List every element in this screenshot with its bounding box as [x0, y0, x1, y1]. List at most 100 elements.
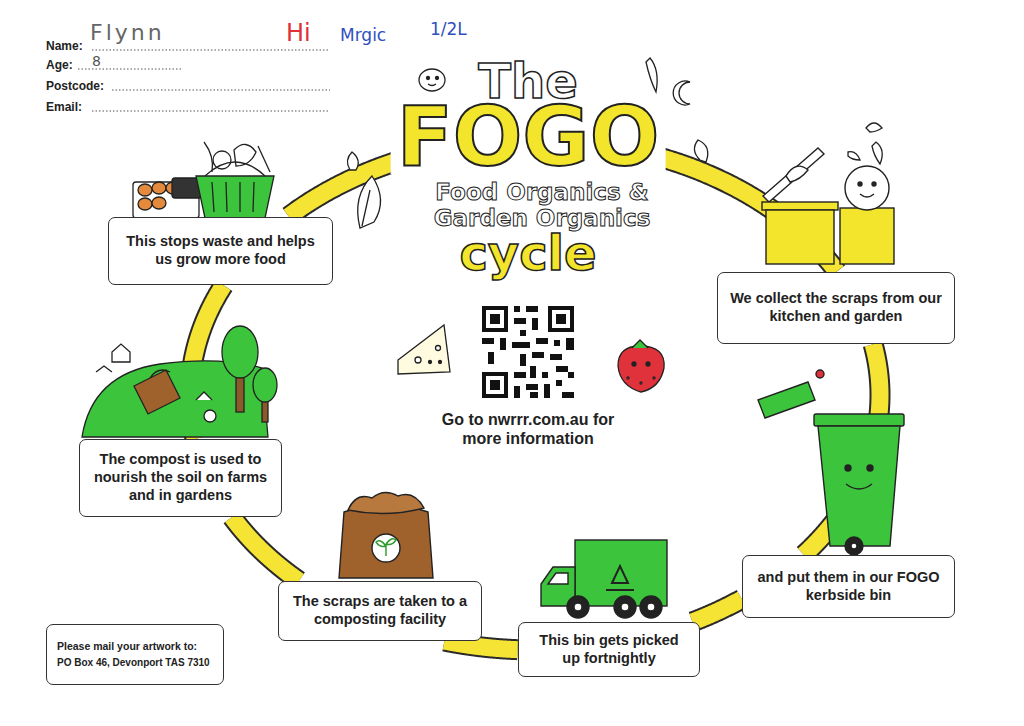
form-label: Name:	[46, 40, 83, 54]
step-text: This stops waste and helps us grow more …	[119, 233, 322, 268]
handwritten-note: Mrgic	[340, 26, 386, 46]
qr-code-part	[532, 352, 544, 358]
grocery-basket-part	[258, 146, 270, 172]
farm-hill	[82, 326, 277, 437]
strawberry-face-part	[632, 340, 648, 348]
worms-part	[848, 152, 860, 160]
grocery-basket	[133, 142, 274, 218]
step-text: This bin gets picked up fortnightly	[529, 632, 689, 667]
address-box: Please mail your artwork to:PO Box 46, D…	[46, 624, 224, 685]
qr-code-part	[530, 392, 538, 398]
grocery-basket-part	[152, 197, 166, 209]
grocery-basket-part	[234, 144, 256, 166]
form-dotted-lines	[78, 50, 330, 111]
wheelie-bin-part	[851, 543, 857, 549]
qr-code-part	[514, 386, 520, 398]
leaf-icon	[347, 152, 380, 228]
compost-sack	[339, 492, 433, 578]
title-subtitle: Food Organics & Garden Organics	[402, 180, 682, 232]
qr-code-part	[556, 366, 568, 372]
cheese-face-part	[415, 357, 421, 363]
cycle-outline	[692, 599, 741, 622]
strawberry-face-part	[653, 377, 655, 379]
cheese-face-part	[439, 361, 442, 364]
form-dotted-lines-part	[112, 90, 330, 91]
qr-code-part	[536, 338, 548, 344]
qr-code-part	[556, 314, 566, 324]
qr-code	[482, 306, 574, 398]
cycle-segment	[444, 641, 517, 650]
grocery-basket-part	[138, 184, 152, 196]
qr-code-part	[548, 306, 574, 332]
title-acronym: FOGO	[391, 100, 666, 174]
cycle-outline	[444, 641, 517, 650]
qr-code-part	[486, 376, 504, 394]
handwritten-note: Hi	[286, 20, 311, 48]
qr-code-part	[514, 306, 520, 312]
qr-code-part	[490, 380, 500, 390]
step-box: This stops waste and helps us grow more …	[108, 217, 333, 285]
compost-sack-part	[348, 492, 424, 513]
strawberry-face-part	[640, 382, 642, 384]
qr-code-part	[482, 372, 508, 398]
qr-code-part	[566, 338, 574, 350]
qr-code-part	[542, 372, 548, 378]
qr-code-part	[512, 342, 530, 348]
compost-sack-part	[372, 534, 400, 562]
qr-code-part	[490, 314, 500, 324]
kitchen-caddies-part	[762, 202, 838, 210]
leaf-icon-part	[358, 176, 381, 228]
qr-code-part	[488, 352, 494, 364]
garbage-truck-part	[640, 596, 662, 618]
qr-code-part	[500, 338, 506, 350]
strawberry-face	[618, 340, 664, 392]
address-heading: Please mail your artwork to:	[57, 640, 213, 654]
wheelie-bin-part	[816, 370, 824, 378]
step-text: and put them in our FOGO kerbside bin	[753, 569, 944, 604]
farm-hill-part	[222, 326, 258, 378]
grocery-basket-part	[196, 176, 274, 218]
kitchen-caddies-part	[786, 166, 808, 182]
cheese-face-part	[429, 361, 432, 364]
cycle-band	[232, 517, 299, 581]
chilli-and-moon-part	[694, 140, 707, 162]
lemon-face-part	[436, 77, 439, 80]
chilli-and-moon-part	[673, 81, 690, 105]
title-word: cycle	[459, 226, 596, 281]
grocery-basket-part	[138, 198, 152, 210]
step-box: and put them in our FOGO kerbside bin	[742, 555, 955, 618]
wheelie-bin-part	[846, 484, 872, 489]
grocery-basket-part	[204, 142, 213, 172]
garbage-truck-part	[647, 603, 655, 611]
kitchen-caddies	[762, 148, 894, 264]
garbage-truck-part	[574, 603, 582, 611]
compost-sack-part	[339, 505, 433, 578]
qr-code-part	[556, 380, 562, 386]
qr-code-part	[520, 330, 526, 336]
cheese-face-part	[436, 346, 441, 351]
cycle-band	[692, 599, 741, 622]
worms-part	[872, 142, 882, 164]
garbage-truck-part	[614, 596, 636, 618]
chilli-and-moon-part	[646, 58, 657, 92]
qr-code-part	[526, 306, 538, 312]
cycle-outline	[232, 517, 299, 581]
strawberry-face-part	[618, 346, 664, 392]
form-dotted-lines-part	[92, 50, 330, 51]
step-text: The scraps are taken to a composting fac…	[289, 593, 471, 628]
lemon-face-part	[427, 77, 430, 80]
qr-code-part	[550, 354, 562, 360]
handwritten-note: 1/2L	[430, 20, 467, 40]
worms-part	[866, 123, 882, 132]
leaf-icon-part	[347, 152, 358, 170]
form-label: Postcode:	[46, 80, 104, 94]
kitchen-caddies-part	[845, 166, 889, 210]
step-box: This bin gets picked up fortnightly	[518, 622, 700, 677]
grocery-basket-part	[205, 162, 265, 176]
step-text: The compost is used to nourish the soil …	[90, 451, 271, 504]
handwritten-name: Flynn	[90, 20, 165, 45]
wheelie-bin-part	[814, 414, 904, 426]
cycle-segment	[232, 517, 299, 581]
cheese-face-part	[398, 325, 450, 374]
